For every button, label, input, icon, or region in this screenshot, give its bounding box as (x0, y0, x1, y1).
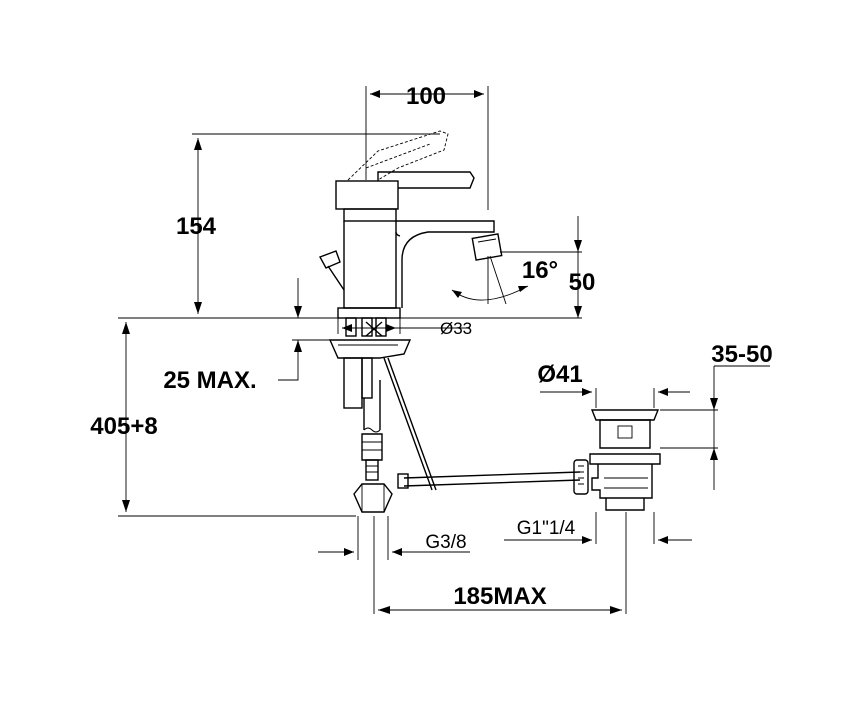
dim-angle: 16° (522, 257, 558, 284)
dim-deck-max: 25 MAX. (163, 367, 256, 394)
dim-waste-thread: G1"1/4 (517, 518, 576, 539)
dim-total-height: 405+8 (90, 413, 157, 440)
dim-distance-max: 185MAX (453, 583, 546, 610)
dim-width-top: 100 (406, 83, 446, 110)
dim-base-diameter: Ø33 (440, 319, 472, 338)
faucet-body (318, 130, 503, 513)
dim-waste-diameter: Ø41 (537, 361, 582, 388)
dim-supply-thread: G3/8 (425, 532, 466, 553)
dim-height-body: 154 (176, 213, 217, 240)
dimension-lines (118, 86, 770, 614)
dim-spout-height: 50 (569, 269, 596, 296)
dim-waste-range: 35-50 (711, 341, 772, 368)
waste-assembly (397, 409, 661, 511)
